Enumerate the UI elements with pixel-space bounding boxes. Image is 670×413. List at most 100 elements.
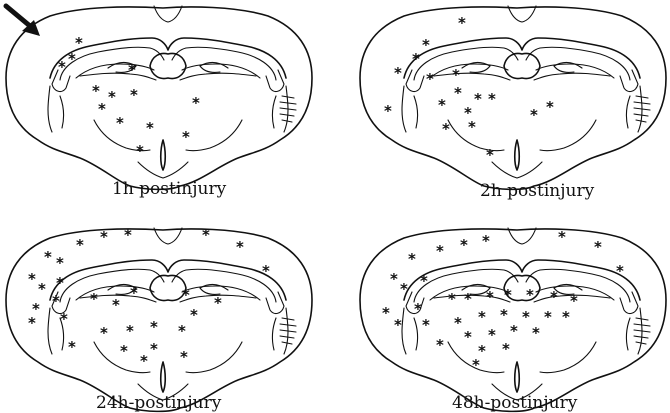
asterisk-marker: *	[454, 84, 462, 102]
asterisk-marker: *	[522, 308, 530, 326]
asterisk-markers: * * * * * * * * * * * * * * * * *	[384, 14, 554, 164]
asterisk-marker: *	[108, 88, 116, 106]
asterisk-marker: *	[488, 90, 496, 108]
asterisk-marker: *	[124, 226, 132, 244]
asterisk-marker: *	[478, 308, 486, 326]
asterisk-marker: *	[570, 292, 578, 310]
asterisk-marker: *	[448, 290, 456, 308]
asterisk-marker: *	[562, 308, 570, 326]
asterisk-marker: *	[384, 102, 392, 120]
asterisk-marker: *	[472, 356, 480, 374]
asterisk-marker: *	[594, 238, 602, 256]
asterisk-marker: *	[192, 94, 200, 112]
asterisk-marker: *	[182, 286, 190, 304]
asterisk-marker: *	[68, 50, 76, 68]
brain-panel-48h: * * * * * * * * * * * * * * * * * * * * …	[360, 228, 666, 413]
asterisk-marker: *	[464, 328, 472, 346]
asterisk-marker: *	[182, 128, 190, 146]
asterisk-marker: *	[452, 66, 460, 84]
brain-panel-1h: * * * * * * * * * * * * * 1h postinjury	[6, 6, 312, 199]
asterisk-marker: *	[436, 242, 444, 260]
asterisk-marker: *	[236, 238, 244, 256]
asterisk-marker: *	[56, 254, 64, 272]
asterisk-marker: *	[422, 316, 430, 334]
panel-caption: 48h-postinjury	[452, 393, 578, 413]
asterisk-marker: *	[126, 322, 134, 340]
asterisk-marker: *	[394, 316, 402, 334]
asterisk-marker: *	[510, 322, 518, 340]
asterisk-marker: *	[486, 288, 494, 306]
asterisk-marker: *	[190, 306, 198, 324]
asterisk-marker: *	[468, 118, 476, 136]
asterisk-marker: *	[214, 294, 222, 312]
asterisk-marker: *	[100, 228, 108, 246]
asterisk-marker: *	[436, 336, 444, 354]
panel-caption: 24h-postinjury	[96, 393, 222, 413]
asterisk-marker: *	[426, 70, 434, 88]
asterisk-marker: *	[464, 290, 472, 308]
asterisk-marker: *	[414, 300, 422, 318]
asterisk-marker: *	[458, 14, 466, 32]
asterisk-marker: *	[116, 114, 124, 132]
brain-outline	[6, 6, 312, 189]
asterisk-marker: *	[128, 61, 136, 79]
asterisk-marker: *	[146, 119, 154, 137]
asterisk-marker: *	[60, 310, 68, 328]
asterisk-marker: *	[28, 314, 36, 332]
arrow-down-right-icon	[6, 6, 40, 36]
asterisk-marker: *	[76, 236, 84, 254]
asterisk-markers: * * * * * * * * * * * * *	[58, 34, 200, 160]
brain-outline	[6, 228, 312, 411]
asterisk-marker: *	[382, 304, 390, 322]
asterisk-marker: *	[44, 248, 52, 266]
brain-panel-24h: * * * * * * * * * * * * * * * * * * * * …	[6, 226, 312, 413]
asterisk-marker: *	[180, 348, 188, 366]
asterisk-marker: *	[500, 306, 508, 324]
asterisk-marker: *	[460, 236, 468, 254]
asterisk-marker: *	[90, 290, 98, 308]
panel-caption: 1h postinjury	[112, 179, 227, 199]
asterisk-marker: *	[28, 270, 36, 288]
asterisk-marker: *	[486, 146, 494, 164]
asterisk-marker: *	[56, 274, 64, 292]
asterisk-marker: *	[58, 58, 66, 76]
asterisk-marker: *	[482, 232, 490, 250]
asterisk-markers: * * * * * * * * * * * * * * * * * * * * …	[382, 228, 624, 374]
asterisk-marker: *	[412, 50, 420, 68]
asterisk-marker: *	[390, 270, 398, 288]
asterisk-marker: *	[474, 90, 482, 108]
asterisk-marker: *	[178, 322, 186, 340]
asterisk-marker: *	[546, 98, 554, 116]
asterisk-marker: *	[394, 64, 402, 82]
asterisk-marker: *	[98, 100, 106, 118]
asterisk-marker: *	[150, 318, 158, 336]
asterisk-marker: *	[530, 106, 538, 124]
asterisk-marker: *	[420, 272, 428, 290]
asterisk-markers: * * * * * * * * * * * * * * * * * * * * …	[28, 226, 270, 370]
asterisk-marker: *	[526, 286, 534, 304]
asterisk-marker: *	[558, 228, 566, 246]
asterisk-marker: *	[136, 142, 144, 160]
brain-panel-2h: * * * * * * * * * * * * * * * * * 2h pos…	[360, 6, 666, 201]
asterisk-marker: *	[400, 280, 408, 298]
brain-outline	[360, 228, 666, 411]
asterisk-marker: *	[68, 338, 76, 356]
asterisk-marker: *	[502, 340, 510, 358]
asterisk-marker: *	[438, 96, 446, 114]
asterisk-marker: *	[454, 314, 462, 332]
asterisk-marker: *	[112, 296, 120, 314]
asterisk-marker: *	[92, 82, 100, 100]
asterisk-marker: *	[140, 352, 148, 370]
asterisk-marker: *	[52, 292, 60, 310]
asterisk-marker: *	[262, 262, 270, 280]
panel-caption: 2h postinjury	[480, 181, 595, 201]
asterisk-marker: *	[130, 284, 138, 302]
asterisk-marker: *	[100, 324, 108, 342]
asterisk-marker: *	[504, 286, 512, 304]
asterisk-marker: *	[422, 36, 430, 54]
asterisk-marker: *	[75, 34, 83, 52]
asterisk-marker: *	[616, 262, 624, 280]
asterisk-marker: *	[120, 342, 128, 360]
asterisk-marker: *	[130, 86, 138, 104]
